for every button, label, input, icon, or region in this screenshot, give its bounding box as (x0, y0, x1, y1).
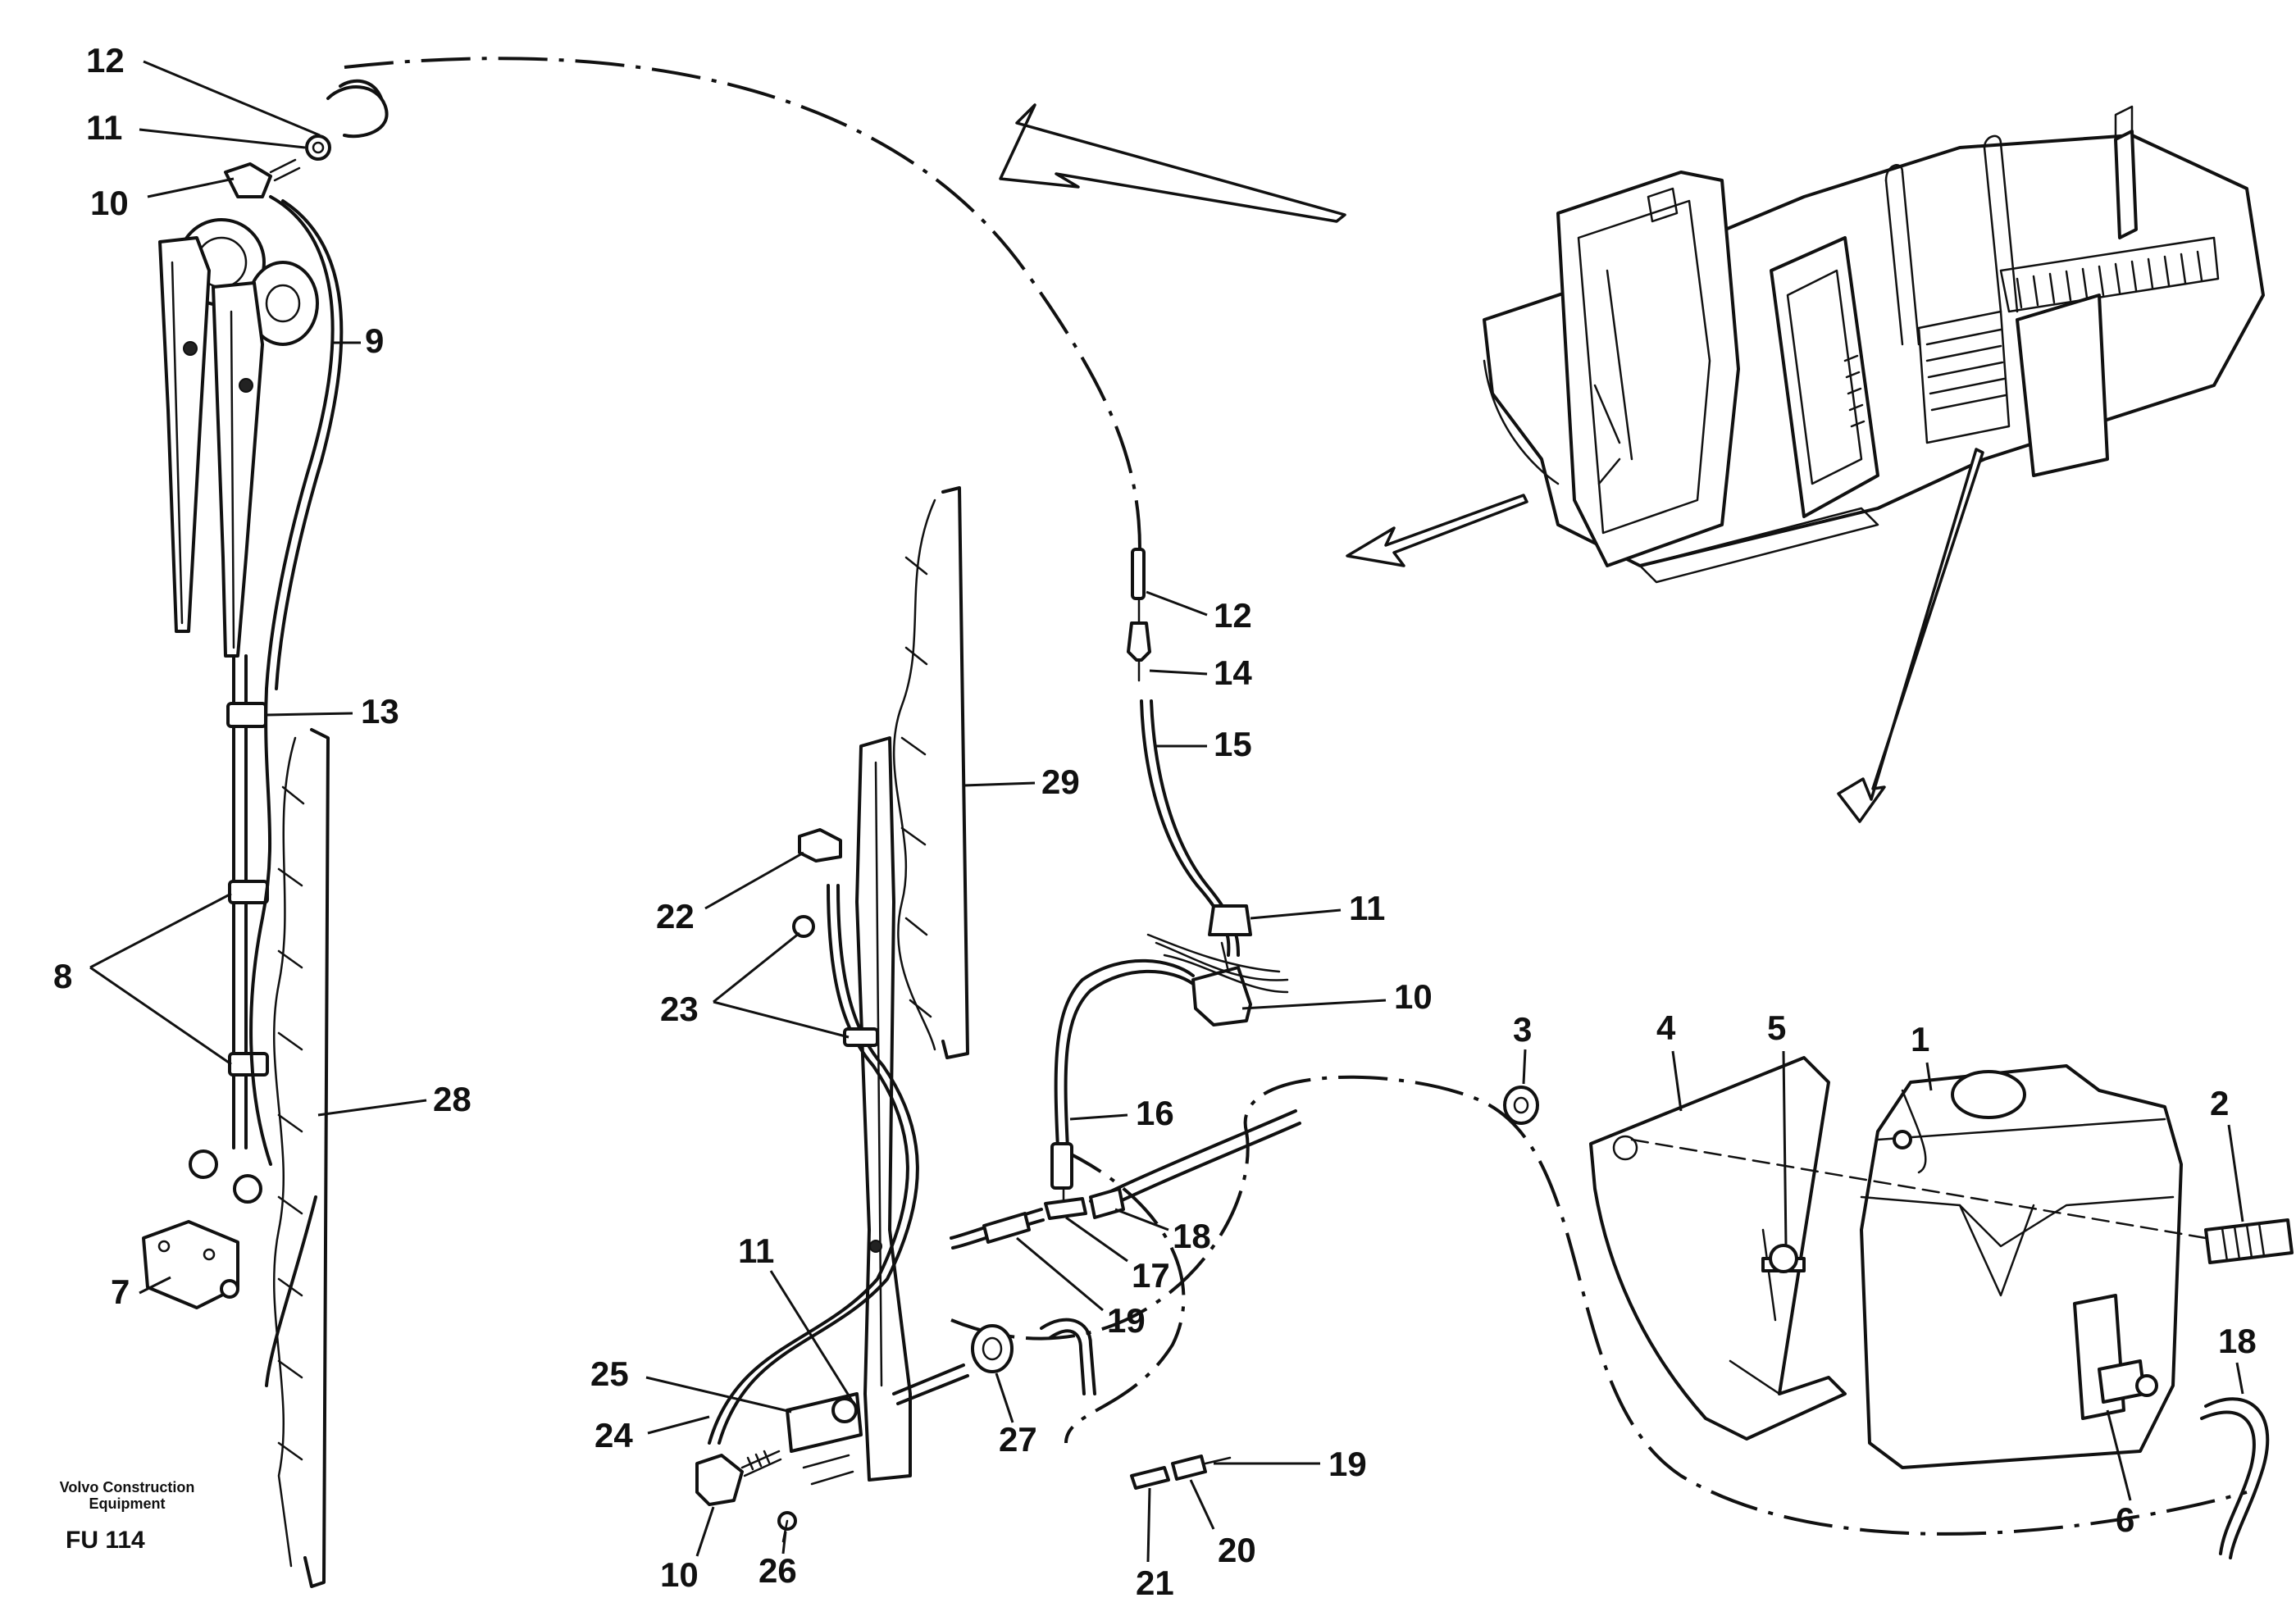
connector-20 (1171, 1454, 1207, 1481)
middle-labels: 29 22 23 11 25 24 10 26 27 19 19 20 21 1… (590, 590, 1433, 1602)
label-23: 23 (660, 990, 699, 1028)
label-26: 26 (758, 1551, 797, 1590)
left-labels: 12 11 10 9 13 8 28 7 (53, 41, 472, 1311)
connector-14 (1127, 621, 1151, 662)
hose-18-middle (1089, 1109, 1297, 1203)
wiper-arm-middle (855, 736, 912, 1482)
label-24: 24 (594, 1416, 633, 1454)
label-17: 17 (1132, 1256, 1170, 1295)
hose-route-lower-dashed-line (950, 1075, 2248, 1536)
elbow-22 (798, 828, 842, 863)
arrow-to-left-wiper-icon (999, 103, 1346, 223)
nut-11-middle (1208, 904, 1252, 936)
clip-23-lower (843, 1027, 879, 1047)
label-25: 25 (590, 1354, 629, 1393)
label-19-right: 19 (1328, 1445, 1367, 1483)
label-20: 20 (1218, 1531, 1256, 1569)
figure-code: FU 114 (66, 1527, 145, 1554)
label-8: 8 (53, 957, 72, 995)
arrow-to-reservoir-icon (1837, 448, 1984, 823)
label-15: 15 (1214, 725, 1252, 763)
label-28: 28 (433, 1080, 472, 1118)
nozzle-10-top (224, 162, 272, 198)
label-27: 27 (999, 1420, 1037, 1459)
label-3: 3 (1513, 1010, 1532, 1049)
label-18-middle: 18 (1173, 1217, 1211, 1255)
excavator-overview-illustration (1483, 105, 2265, 584)
label-14: 14 (1214, 653, 1252, 692)
clip-8-upper (228, 880, 269, 904)
label-12-left: 12 (86, 41, 125, 80)
label-4: 4 (1656, 1008, 1676, 1047)
overview-callout-arrows (999, 103, 1984, 823)
arrow-to-middle-wiper-icon (1346, 494, 1528, 567)
hose-12-middle (1131, 548, 1146, 600)
label-5: 5 (1767, 1008, 1786, 1047)
nut-3 (1503, 1086, 1539, 1125)
label-11-middle-lower: 11 (738, 1231, 774, 1270)
caption-company-line1: Volvo Construction (60, 1479, 195, 1495)
excavator-cab (1556, 171, 1740, 567)
clip-8-lower (228, 1052, 269, 1077)
nut-11-top (305, 134, 331, 161)
label-11-left: 11 (86, 108, 122, 147)
figure-caption: Volvo Construction Equipment FU 114 (60, 1479, 195, 1554)
nozzle-10-bottom (695, 1454, 744, 1506)
label-10-left: 10 (90, 184, 129, 222)
reservoir-cap (1951, 1070, 2026, 1119)
middle-wiper-assembly (695, 486, 1232, 1543)
hose-16 (1054, 958, 1195, 1149)
clip-23-upper (792, 915, 815, 938)
caption-company-line2: Equipment (89, 1495, 166, 1512)
label-12-middle: 12 (1214, 596, 1252, 635)
washer-reservoir-assembly (1503, 1056, 2294, 1559)
label-22: 22 (656, 897, 695, 935)
wiper-arm-left-2 (212, 281, 264, 658)
left-wiper-assembly (142, 79, 389, 1588)
right-labels: 3 4 5 1 2 18 6 (1513, 1008, 2257, 1539)
nozzle-10-middle (1191, 966, 1252, 1027)
wiper-arm-left-1 (158, 236, 211, 633)
label-21: 21 (1136, 1564, 1174, 1602)
label-10-bottom: 10 (660, 1555, 699, 1594)
label-19-middle: 19 (1107, 1301, 1146, 1340)
label-16: 16 (1136, 1094, 1174, 1132)
label-1: 1 (1911, 1020, 1929, 1058)
label-13: 13 (361, 692, 399, 731)
label-2: 2 (2210, 1084, 2229, 1122)
label-9: 9 (365, 321, 384, 360)
bracket-4 (1589, 1056, 1847, 1441)
hose-12-top (326, 85, 389, 139)
reservoir-1 (1860, 1064, 2183, 1469)
connector-21 (1130, 1466, 1170, 1490)
hose-route-upper-dashed-line (344, 57, 1141, 550)
label-29: 29 (1041, 762, 1080, 801)
label-10-middle: 10 (1394, 977, 1433, 1016)
label-11-middle: 11 (1349, 889, 1385, 927)
label-6: 6 (2116, 1500, 2134, 1539)
clip-13 (226, 702, 267, 728)
middle-hose-column (950, 548, 1301, 1250)
label-18-right: 18 (2218, 1322, 2257, 1360)
label-7: 7 (111, 1272, 130, 1311)
grommet-27 (971, 1324, 1014, 1373)
hose-18-right (2204, 1397, 2270, 1559)
tee-17 (1044, 1197, 1087, 1220)
